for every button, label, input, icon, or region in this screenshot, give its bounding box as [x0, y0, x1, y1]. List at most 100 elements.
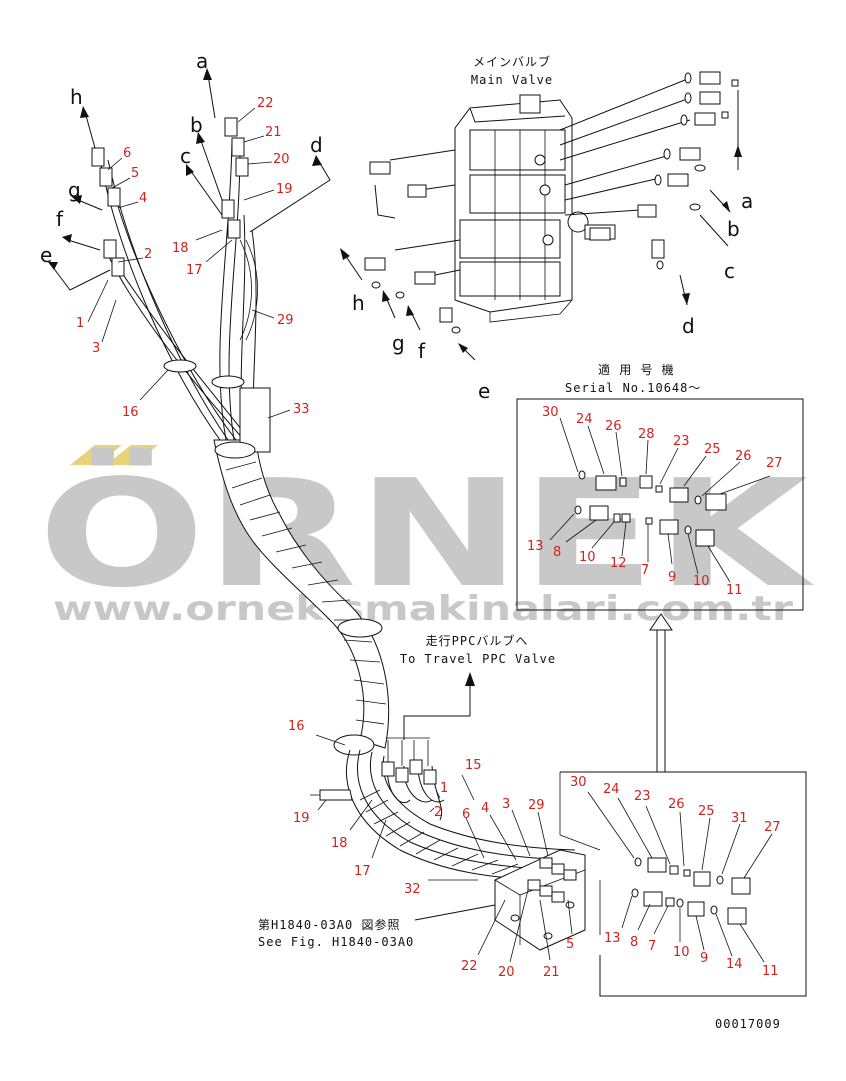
main-valve-caption-en: Main Valve [471, 73, 553, 87]
inset-upper-callout-25: 25 [704, 442, 721, 457]
serial-caption-en: Serial No.10648～ [565, 381, 701, 395]
valve-label-b: b [727, 217, 740, 241]
inset-lower-callout-24: 24 [603, 782, 620, 797]
valve-label-g: g [392, 331, 405, 355]
inset-upper-callout-10: 10 [579, 550, 596, 565]
inset-upper-parts [549, 417, 771, 583]
callout-17-upper: 17 [186, 263, 203, 278]
valve-label-f: f [418, 339, 426, 363]
callout-33: 33 [293, 402, 310, 417]
inset-lower-callout-11: 11 [762, 964, 779, 979]
watermark-url: www.ornekismakinalari.com.tr [53, 589, 793, 629]
main-valve-caption-jp: メインバルブ [473, 54, 551, 69]
callout-4-upper: 4 [139, 191, 147, 206]
inset-upper-callout-24: 24 [576, 412, 593, 427]
harness-label-a: a [196, 49, 208, 73]
valve-label-a: a [741, 189, 753, 213]
inset-lower-callout-9: 9 [700, 951, 708, 966]
lower-callout-32: 32 [404, 882, 421, 897]
inset-lower-callouts: 30 24 23 26 25 31 27 13 8 7 10 9 14 11 [570, 775, 781, 979]
lower-callout-15: 15 [465, 758, 482, 773]
valve-label-e: e [478, 379, 490, 403]
inset-upper-callout-11: 11 [726, 583, 743, 598]
callout-16-upper: 16 [122, 405, 139, 420]
callout-2-upper: 2 [144, 247, 152, 262]
harness-label-g: g [68, 178, 81, 202]
harness-label-e: e [40, 243, 52, 267]
see-fig-leader [414, 904, 496, 921]
callout-1-upper: 1 [76, 316, 84, 331]
inset-link-arrow [649, 613, 673, 772]
see-fig-caption-jp: 第H1840-03A0 図参照 [258, 917, 400, 932]
lower-callout-6: 6 [462, 807, 470, 822]
lower-callout-20: 20 [498, 965, 515, 980]
inset-lower-callout-10: 10 [673, 945, 690, 960]
callout-20-upper: 20 [273, 152, 290, 167]
callout-18-upper: 18 [172, 241, 189, 256]
inset-lower-callout-8: 8 [630, 935, 638, 950]
lower-callout-3: 3 [502, 797, 510, 812]
lower-callout-21: 21 [543, 965, 560, 980]
inset-upper-callouts: 30 24 26 28 23 25 26 27 13 8 10 12 7 9 1… [527, 405, 783, 598]
lower-callout-1: 1 [440, 781, 448, 796]
valve-connection-labels: a b c d e f g h [340, 90, 753, 403]
inset-lower-callout-23: 23 [634, 789, 651, 804]
inset-upper-callout-23: 23 [673, 434, 690, 449]
inset-lower-callout-13: 13 [604, 931, 621, 946]
inset-upper-box [516, 398, 804, 611]
travel-caption-jp: 走行PPCバルブへ [426, 633, 529, 648]
inset-lower-box [559, 771, 807, 997]
callout-21-upper: 21 [265, 125, 282, 140]
lower-callout-29: 29 [528, 798, 545, 813]
inset-upper-callout-27: 27 [766, 456, 783, 471]
callout-3-upper: 3 [92, 341, 100, 356]
harness-label-f: f [56, 207, 64, 231]
lower-callout-16: 16 [288, 719, 305, 734]
inset-lower-callout-7: 7 [648, 939, 656, 954]
harness-label-d: d [310, 133, 323, 157]
lower-callout-5: 5 [566, 937, 574, 952]
inset-lower-callout-25: 25 [698, 804, 715, 819]
inset-upper-callout-10b: 10 [693, 574, 710, 589]
inset-lower-callout-27: 27 [764, 820, 781, 835]
inset-upper-callout-30: 30 [542, 405, 559, 420]
lower-callout-22: 22 [461, 959, 478, 974]
callout-6-upper: 6 [123, 146, 131, 161]
inset-lower-callout-31: 31 [731, 811, 748, 826]
serial-caption-jp: 適 用 号 機 [598, 362, 675, 377]
lower-callout-17: 17 [354, 864, 371, 879]
callout-5-upper: 5 [131, 166, 139, 181]
inset-lower-callout-14: 14 [726, 957, 743, 972]
valve-label-d: d [682, 314, 695, 338]
lower-callout-18: 18 [331, 836, 348, 851]
valve-label-c: c [724, 259, 735, 283]
lower-callout-4: 4 [481, 801, 489, 816]
lower-callout-2: 2 [434, 805, 442, 820]
inset-upper-callout-28: 28 [638, 427, 655, 442]
inset-upper-callout-26: 26 [605, 419, 622, 434]
inset-upper-callout-7: 7 [641, 563, 649, 578]
lower-callouts: 16 19 18 17 32 15 6 4 3 29 1 2 22 20 21 … [288, 719, 574, 980]
travel-caption-en: To Travel PPC Valve [400, 652, 556, 666]
main-valve-left-fittings [364, 149, 461, 334]
harness-connection-labels: h g f e a b c d [40, 49, 331, 291]
inset-lower-parts [587, 791, 773, 963]
see-fig-caption-en: See Fig. H1840-03A0 [258, 935, 414, 949]
inset-lower-callout-30: 30 [570, 775, 587, 790]
harness-label-h: h [70, 85, 83, 109]
travel-arrow [386, 672, 475, 766]
inset-upper-callout-13: 13 [527, 539, 544, 554]
watermark-accent-left [70, 445, 122, 465]
harness-label-b: b [190, 113, 203, 137]
harness-callouts: 6 5 4 2 1 3 22 21 20 19 18 17 29 16 33 [76, 96, 310, 420]
watermark-accent-right [106, 445, 158, 465]
inset-upper-callout-8: 8 [553, 545, 561, 560]
inset-upper-callout-9: 9 [668, 570, 676, 585]
inset-upper-callout-26b: 26 [735, 449, 752, 464]
lower-callout-19: 19 [293, 811, 310, 826]
callout-22-upper: 22 [257, 96, 274, 111]
inset-upper-callout-12: 12 [610, 556, 627, 571]
harness-label-c: c [180, 144, 191, 168]
